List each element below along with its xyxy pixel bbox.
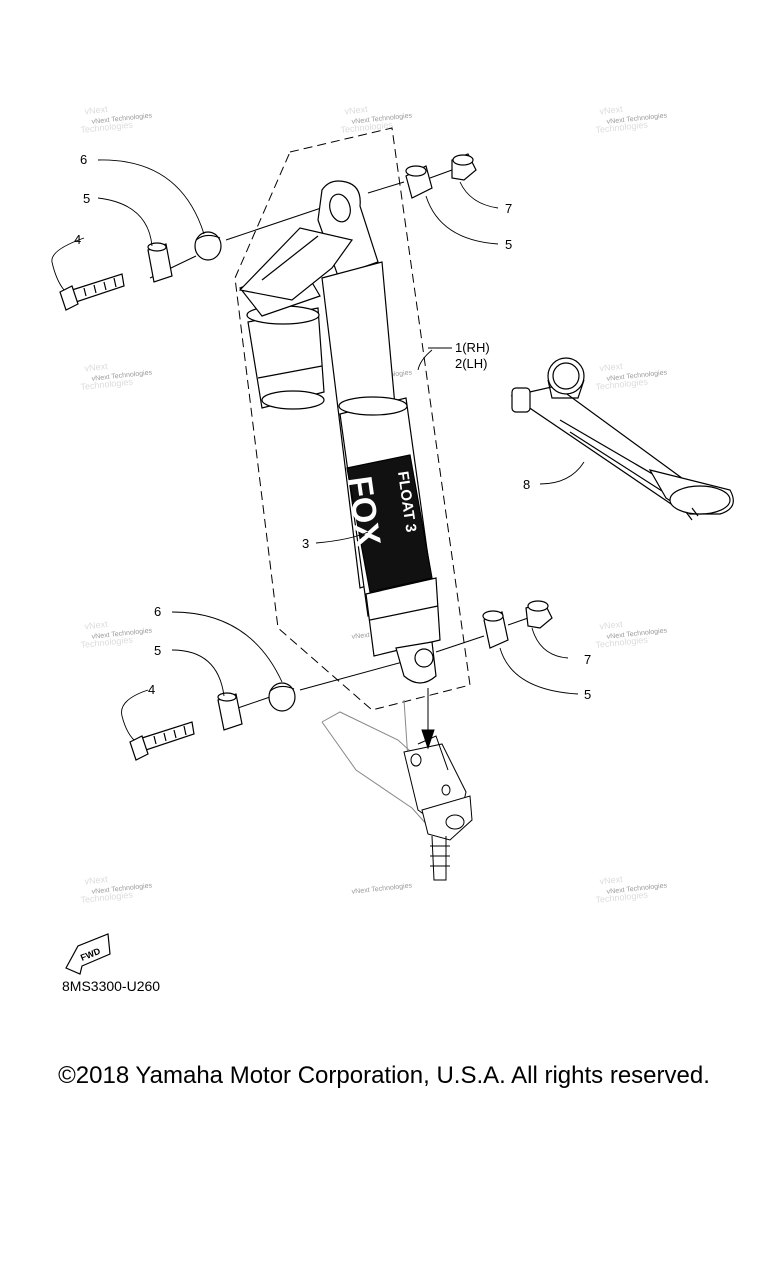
watermark: vNext vNext Technologies Technologies [80, 874, 153, 905]
svg-text:vNext: vNext [84, 619, 108, 631]
svg-text:Technologies: Technologies [80, 376, 134, 391]
callouts: 6 5 4 7 5 1(RH) 2(LH) 3 8 6 5 4 7 5 [74, 152, 591, 702]
watermark: vNext vNext Technologies Technologies [80, 619, 153, 650]
callout-6-top: 6 [80, 152, 87, 167]
bottom-right-hardware [482, 600, 553, 649]
spanner-tool [510, 357, 734, 521]
svg-text:Technologies: Technologies [595, 119, 649, 134]
svg-text:vNext: vNext [599, 619, 623, 631]
watermark: vNext vNext Technologies Technologies [80, 104, 153, 135]
svg-text:Technologies: Technologies [80, 634, 134, 649]
callout-7-bottom: 7 [584, 652, 591, 667]
fwd-arrow-icon: FWD [65, 933, 111, 975]
svg-text:Technologies: Technologies [595, 889, 649, 904]
leader-lines [51, 159, 585, 741]
watermark: vNext vNext Technologies Technologies [595, 104, 668, 135]
svg-text:vNext: vNext [84, 104, 108, 116]
callout-4-top: 4 [74, 232, 81, 247]
watermarks: vNext vNext Technologies Technologies vN… [80, 104, 668, 905]
watermark: vNext vNext Technologies Technologies [595, 874, 668, 905]
callout-5-top-left: 5 [83, 191, 90, 206]
axis-lines [149, 169, 529, 750]
collar [194, 231, 222, 261]
top-right-hardware [405, 153, 477, 199]
svg-text:Technologies: Technologies [595, 376, 649, 391]
callout-2: 2(LH) [455, 356, 488, 371]
shock-decal [346, 454, 433, 593]
svg-text:vNext Technologies: vNext Technologies [351, 882, 412, 895]
svg-text:vNext: vNext [599, 874, 623, 886]
svg-text:vNext: vNext [84, 361, 108, 373]
callout-5-top-right: 5 [505, 237, 512, 252]
svg-text:Technologies: Technologies [80, 889, 134, 904]
watermark: vNext vNext Technologies Technologies [80, 361, 153, 392]
shock-absorber [238, 180, 441, 684]
watermark: vNext vNext Technologies Technologies [595, 361, 668, 392]
bolt [71, 273, 125, 303]
svg-text:vNext: vNext [599, 361, 623, 373]
svg-text:Technologies: Technologies [80, 119, 134, 134]
svg-text:vNext: vNext [344, 104, 368, 116]
callout-6-bottom: 6 [154, 604, 161, 619]
assembly-outline [234, 127, 471, 711]
svg-text:vNext: vNext [84, 874, 108, 886]
callout-4-bottom: 4 [148, 682, 155, 697]
bottom-left-hardware [129, 682, 296, 761]
callout-1: 1(RH) [455, 340, 490, 355]
callout-7-top: 7 [505, 201, 512, 216]
watermark: vNext vNext Technologies Technologies [595, 619, 668, 650]
callout-3: 3 [302, 536, 309, 551]
callout-5-bottom-right: 5 [584, 687, 591, 702]
copyright-notice: ©2018 Yamaha Motor Corporation, U.S.A. A… [58, 1062, 710, 1089]
callout-8: 8 [523, 477, 530, 492]
svg-text:Technologies: Technologies [595, 634, 649, 649]
lower-arm-bracket [321, 699, 473, 881]
watermark: vNext Technologies [351, 882, 412, 895]
bolt [141, 721, 195, 751]
svg-text:Technologies: Technologies [340, 119, 394, 134]
callout-5-bottom-left: 5 [154, 643, 161, 658]
part-code: 8MS3300-U260 [62, 978, 161, 994]
watermark: vNext vNext Technologies Technologies [340, 104, 413, 135]
collar [268, 682, 296, 712]
top-left-hardware [59, 231, 222, 311]
svg-text:vNext: vNext [599, 104, 623, 116]
